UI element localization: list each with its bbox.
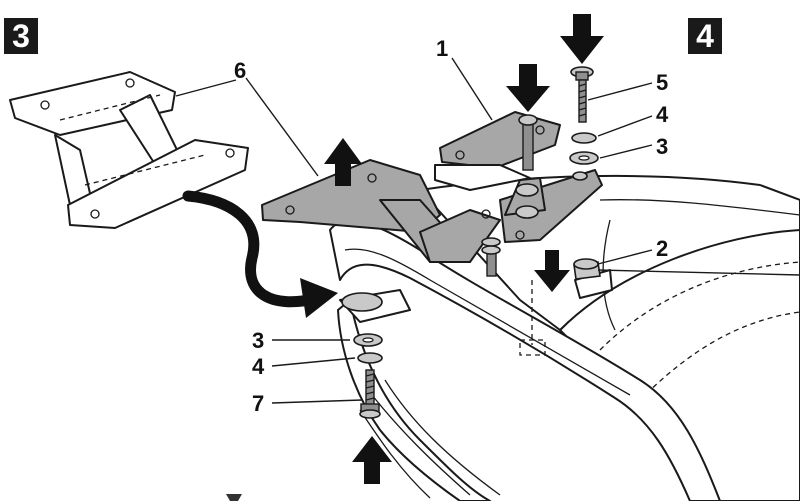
callout-3-bottom: 3 [252,328,264,353]
arrow-down-bolt-center [506,64,550,112]
transfer-arrow [182,190,338,318]
fastener-stack-bottom [341,292,383,419]
arrow-up-plate [324,138,362,186]
arrow-up-bolt-7 [352,436,392,484]
arrow-down-bolt-5 [560,14,604,64]
callout-3-top: 3 [656,134,668,159]
studs [481,114,538,277]
callout-4-top: 4 [656,102,669,127]
arrow-down-nut [534,250,570,292]
callout-1: 1 [436,36,448,61]
direction-arrows [324,14,604,484]
callout-6: 6 [234,58,246,83]
callout-5: 5 [656,70,668,95]
fastener-stack-top [569,66,599,165]
step-badge-3: 3 [4,18,38,54]
callout-2: 2 [656,236,668,261]
mounting-plate [261,159,501,263]
top-plate-part-1 [434,111,603,243]
step-badge-4: 4 [688,18,722,54]
nut-part-2 [573,258,601,280]
leader-lines [175,57,800,404]
bracket-part-6 [9,71,249,229]
small-mark [226,494,242,501]
callout-7: 7 [252,391,264,416]
callout-numbers: 1 2 3 4 5 6 3 4 7 [234,36,669,416]
callout-4-bottom: 4 [252,354,265,379]
